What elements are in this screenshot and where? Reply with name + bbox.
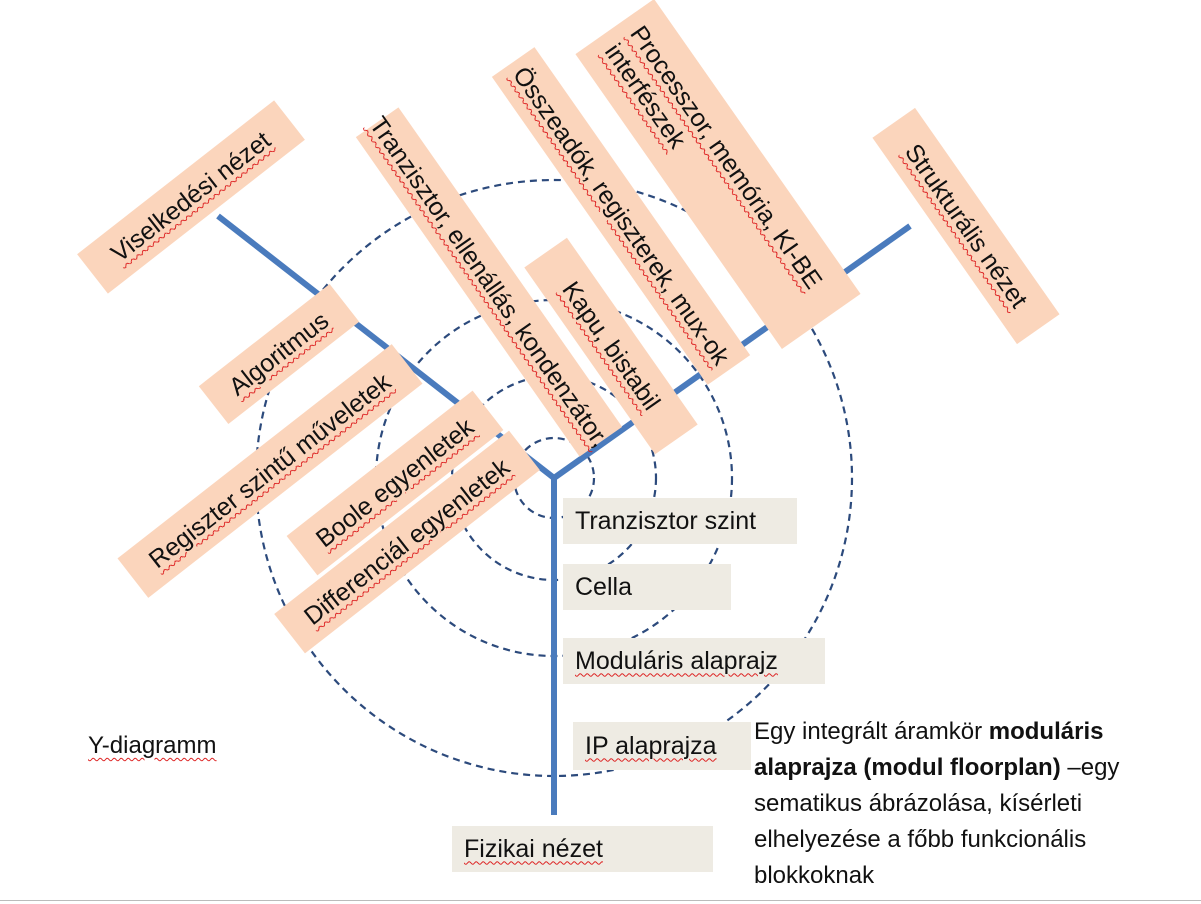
description-suffix: –egy sematikus ábrázolása, kísérleti elh… — [754, 754, 1120, 889]
bottom-divider — [0, 900, 1201, 901]
level-modular-floorplan-label: Moduláris alaprajz — [563, 638, 825, 684]
level-transistor-level-label: Tranzisztor szint — [563, 498, 797, 544]
circle-level-4 — [254, 178, 854, 778]
level-cell-label: Cella — [563, 564, 731, 610]
physical-view-label: Fizikai nézet — [452, 826, 713, 872]
description-bold: moduláris alaprajza (modul floorplan) — [754, 718, 1104, 781]
level-ip-floorplan-label: IP alaprajza — [573, 722, 751, 770]
description-text: Egy integrált áramkör moduláris alaprajz… — [754, 714, 1194, 894]
description-prefix: Egy integrált áramkör — [754, 718, 989, 745]
diagram-title: Y-diagramm — [88, 732, 217, 759]
